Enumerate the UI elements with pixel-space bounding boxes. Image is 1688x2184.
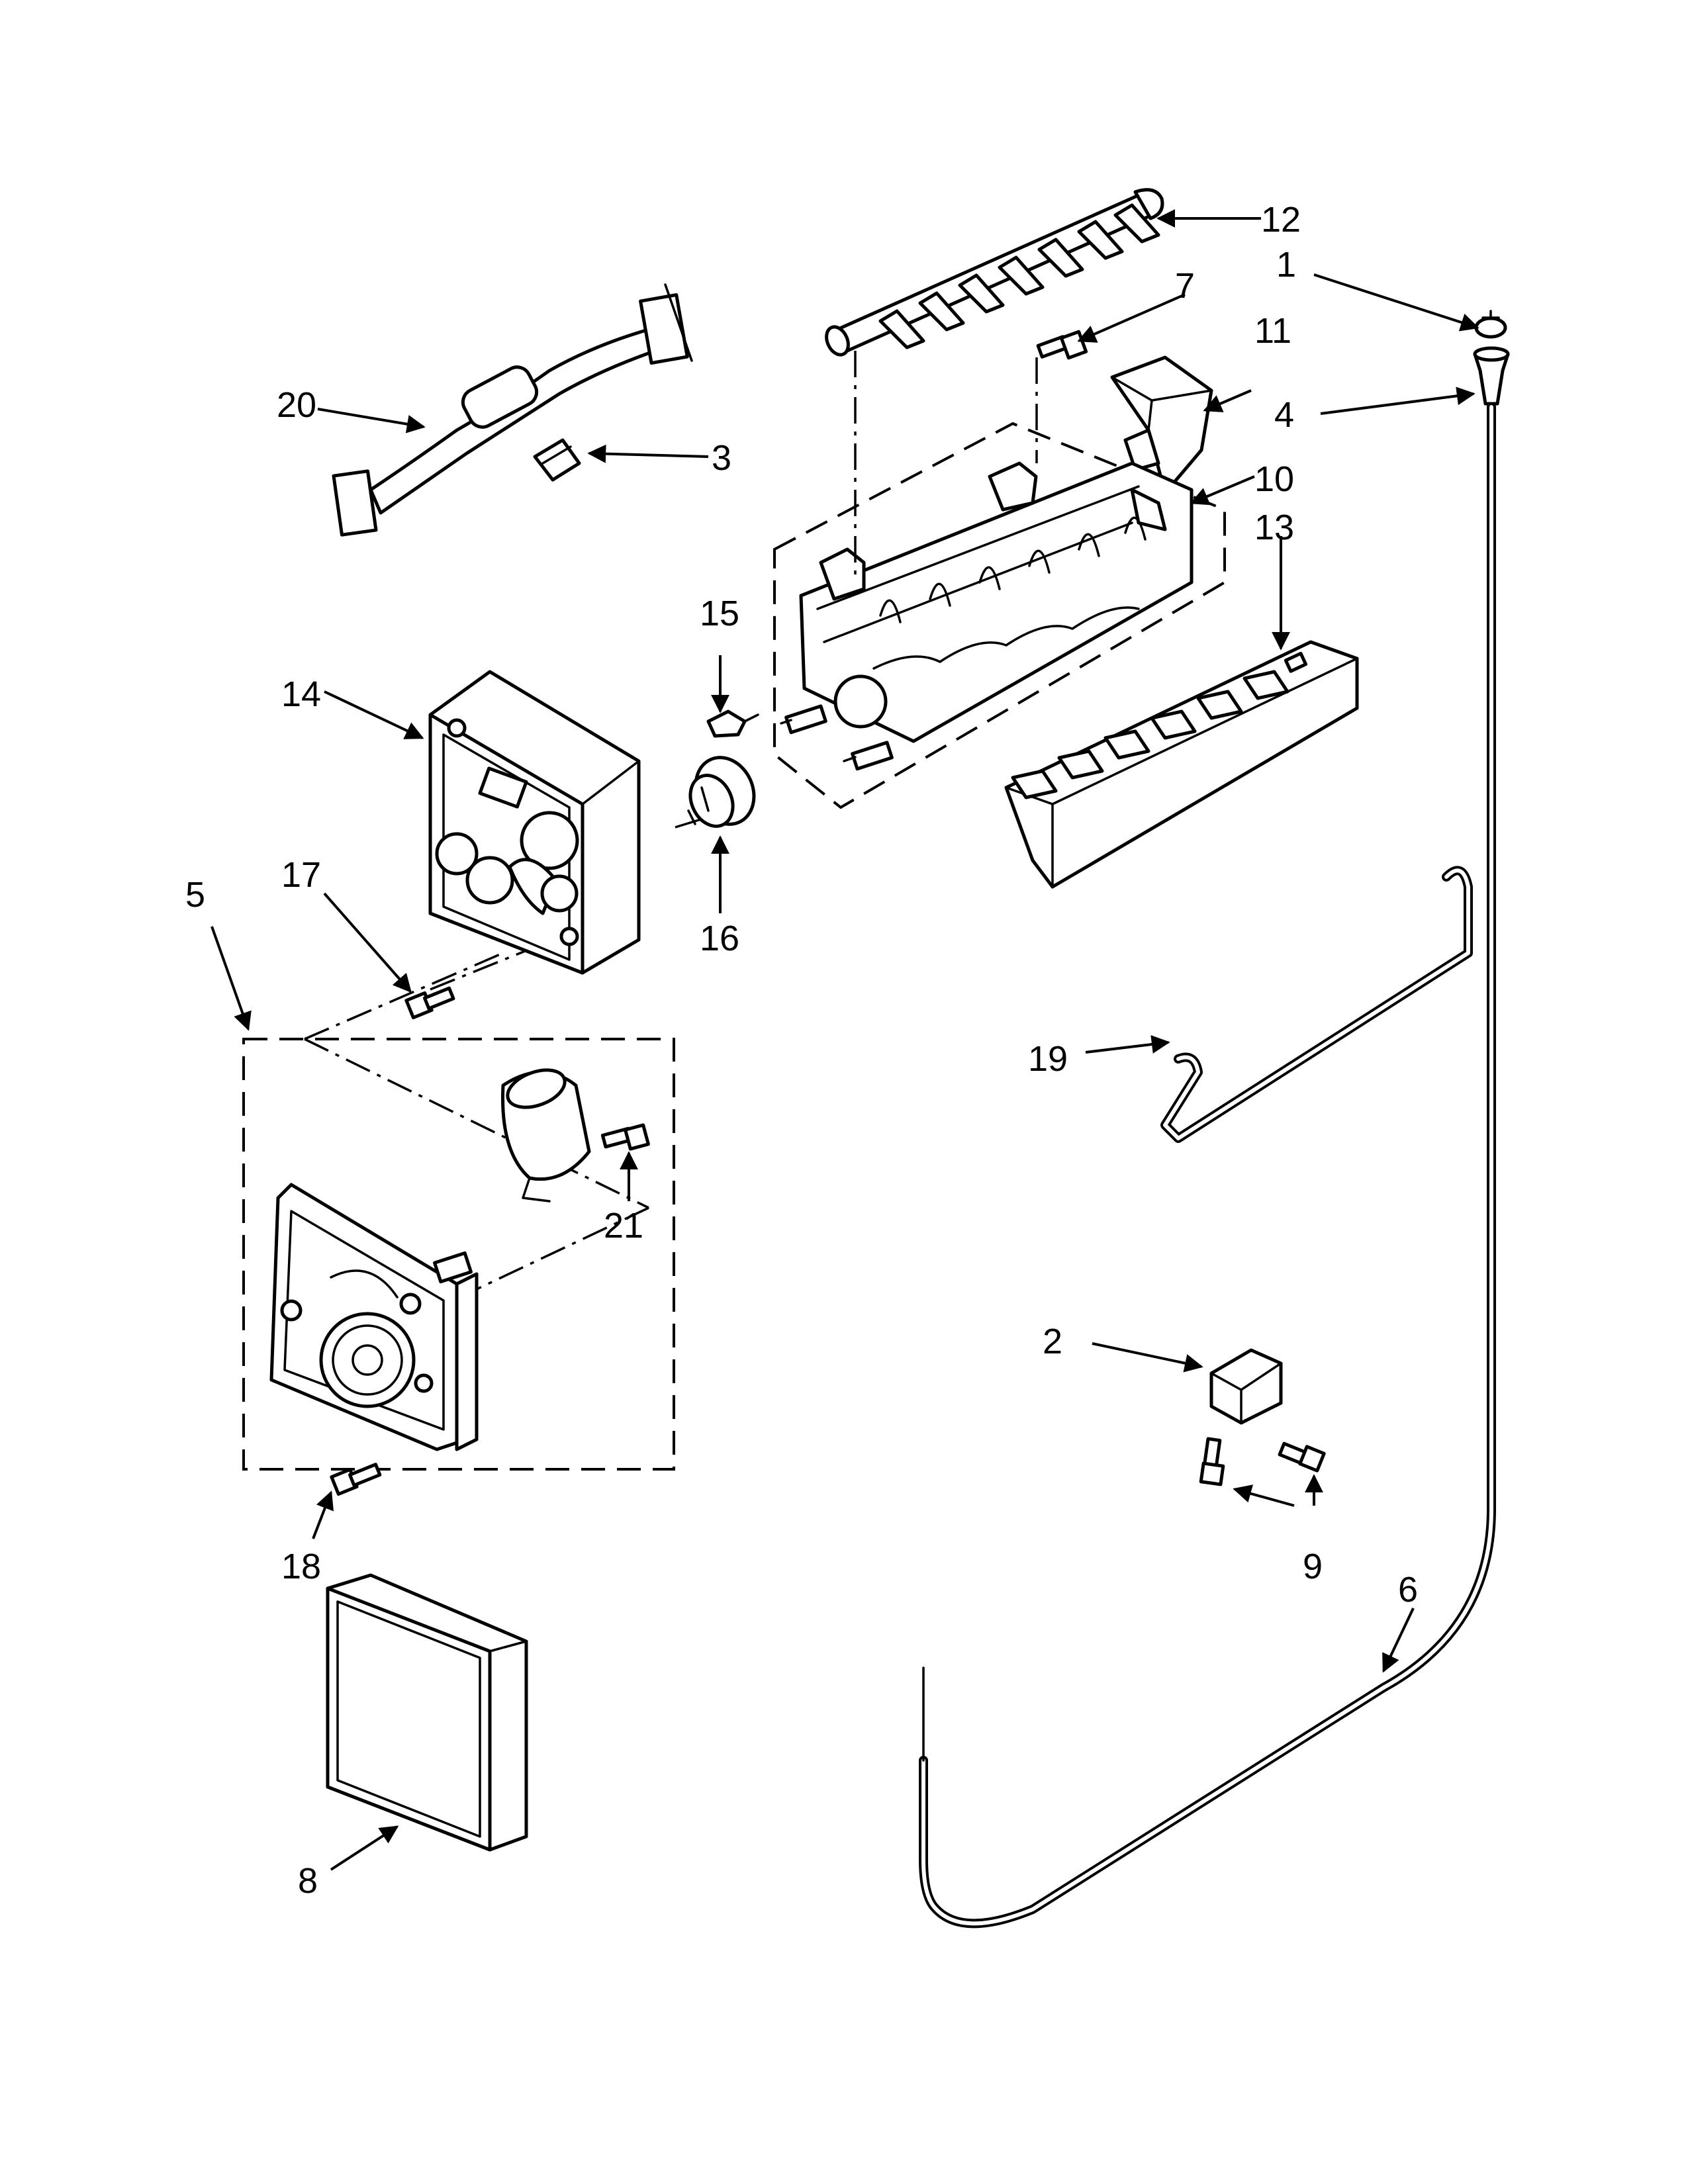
callout-15: 15 — [700, 594, 739, 633]
ejector-part-12 — [825, 188, 1164, 357]
callout-8: 8 — [298, 1861, 318, 1901]
stripper-part-13 — [1004, 640, 1359, 889]
callout-16: 16 — [700, 919, 739, 958]
screw-part-18 — [330, 1463, 382, 1496]
callout-13: 13 — [1254, 508, 1294, 547]
callout-9: 9 — [1303, 1547, 1323, 1586]
screw-part-17 — [404, 986, 455, 1020]
callout-labels: 12 1 7 11 4 10 13 20 3 15 14 16 17 5 19 … — [185, 200, 1418, 1901]
callout-1: 1 — [1276, 245, 1296, 285]
screw-part-7 — [1036, 330, 1088, 360]
callout-2: 2 — [1043, 1322, 1062, 1361]
callout-3: 3 — [712, 438, 731, 478]
housing-part-14 — [428, 670, 641, 975]
callout-14: 14 — [281, 674, 321, 714]
mold-part-10 — [773, 422, 1226, 809]
module-assembly-part-5 — [242, 1038, 675, 1471]
water-tube-part-6 — [919, 402, 1496, 1929]
callout-5: 5 — [185, 875, 205, 915]
fitting-part-4 — [1473, 346, 1510, 406]
callout-17: 17 — [281, 855, 321, 895]
fill-cup-part-11 — [1110, 355, 1213, 495]
callout-20: 20 — [277, 385, 316, 425]
callout-10: 10 — [1254, 459, 1294, 499]
callout-4: 4 — [1274, 395, 1294, 435]
screw-part-21 — [600, 1123, 650, 1151]
lever-part-15 — [706, 709, 759, 738]
inlet-fitting-part-1 — [1474, 310, 1507, 339]
clip-part-3 — [533, 438, 581, 482]
wire-harness-part-20 — [332, 283, 693, 537]
alignment-lines — [304, 351, 1038, 1325]
bracket-part-2 — [1209, 1348, 1283, 1425]
callout-11: 11 — [1254, 311, 1291, 351]
callout-12: 12 — [1261, 200, 1301, 240]
screw-part-9 — [1199, 1437, 1326, 1486]
callout-19: 19 — [1028, 1039, 1068, 1079]
cover-part-8 — [326, 1573, 528, 1852]
callout-leaders — [211, 209, 1479, 1871]
callout-7: 7 — [1175, 266, 1195, 306]
gear-part-16 — [687, 756, 756, 828]
shutoff-arm-part-19 — [1160, 866, 1473, 1143]
callout-6: 6 — [1398, 1570, 1418, 1610]
callout-21: 21 — [604, 1206, 643, 1246]
callout-18: 18 — [281, 1547, 321, 1586]
